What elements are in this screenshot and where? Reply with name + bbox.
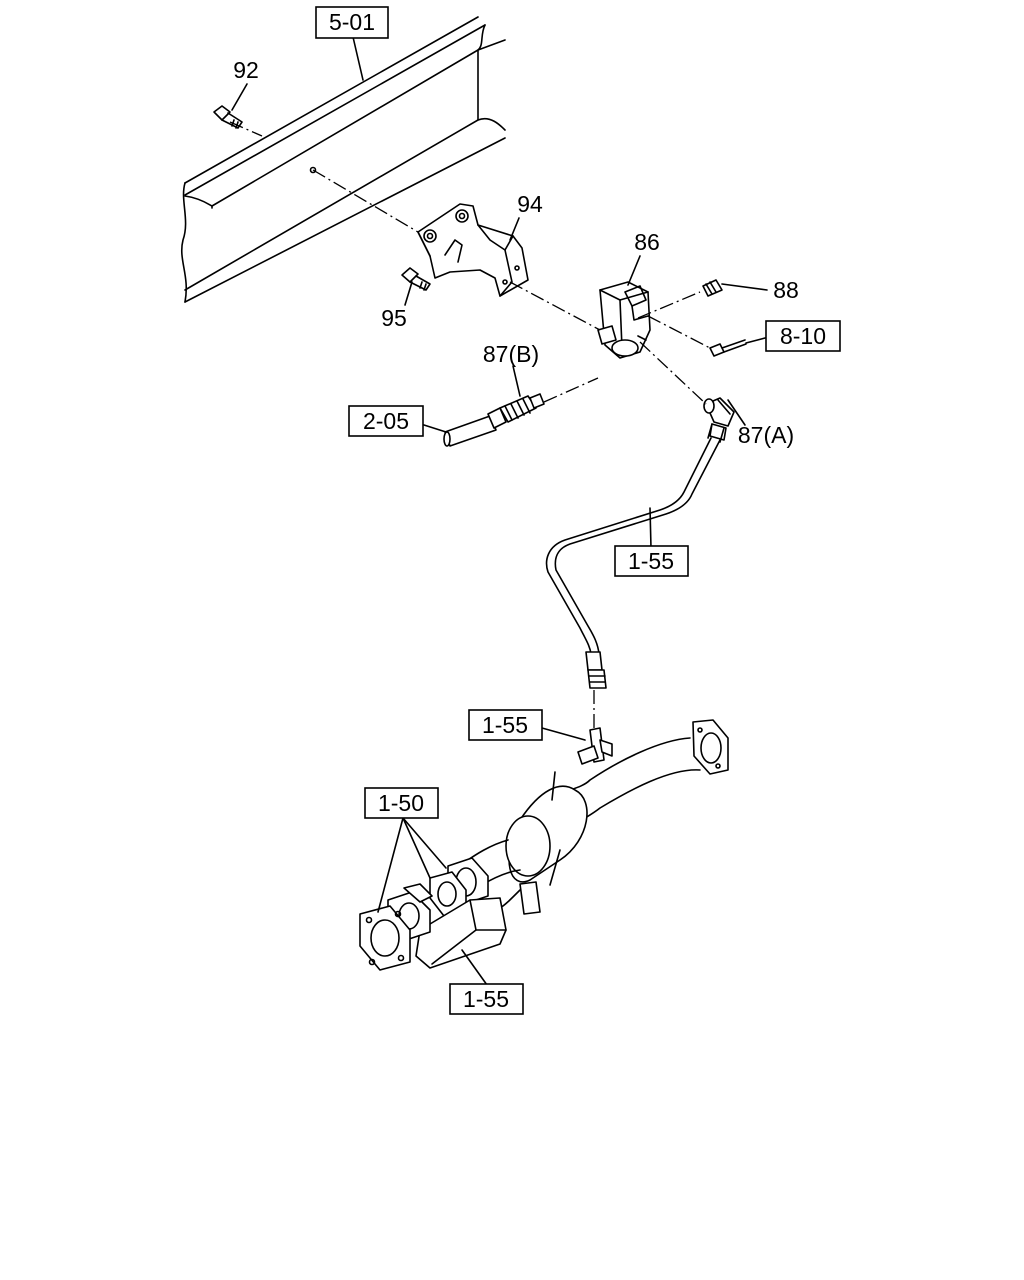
part-86-label: 86 [634,229,660,255]
ref-1-50-label: 1-50 [378,790,424,816]
fitting-88 [702,279,723,297]
leader-lines [231,36,768,986]
ref-1-55-pipe: 1-55 [614,545,689,577]
part-92-label: 92 [233,57,259,83]
bolt-95 [401,267,431,291]
connector-8-10 [709,339,747,357]
ref-2-05-label: 2-05 [363,408,409,434]
ref-5-01: 5-01 [315,6,389,39]
ref-1-55-tee-label: 1-55 [482,712,528,738]
ref-1-50: 1-50 [364,787,439,819]
ref-1-55-exhaust: 1-55 [449,983,524,1015]
fitting-87b [499,393,545,423]
flex-pipe [545,423,725,689]
exhaust-assembly [359,719,729,971]
pipe-2-05 [443,407,507,447]
part-87a-label: 87(A) [738,422,794,448]
part-88-label: 88 [773,277,799,303]
part-87b-label: 87(B) [483,341,539,367]
part-94-label: 94 [517,191,543,217]
ref-2-05: 2-05 [348,405,424,437]
part-95-label: 95 [381,305,407,331]
bracket-94 [417,203,529,297]
tee-fitting [577,727,613,765]
ref-8-10-label: 8-10 [780,323,826,349]
ref-1-55-exhaust-label: 1-55 [463,986,509,1012]
ref-8-10: 8-10 [765,320,841,352]
ref-5-01-label: 5-01 [329,9,375,35]
valve-86 [597,281,651,359]
center-lines [229,121,711,728]
bolt-92 [213,105,243,129]
elbow-87a [703,397,735,441]
ref-1-55-tee: 1-55 [468,709,543,741]
ref-1-55-pipe-label: 1-55 [628,548,674,574]
frame-rail [181,16,506,303]
